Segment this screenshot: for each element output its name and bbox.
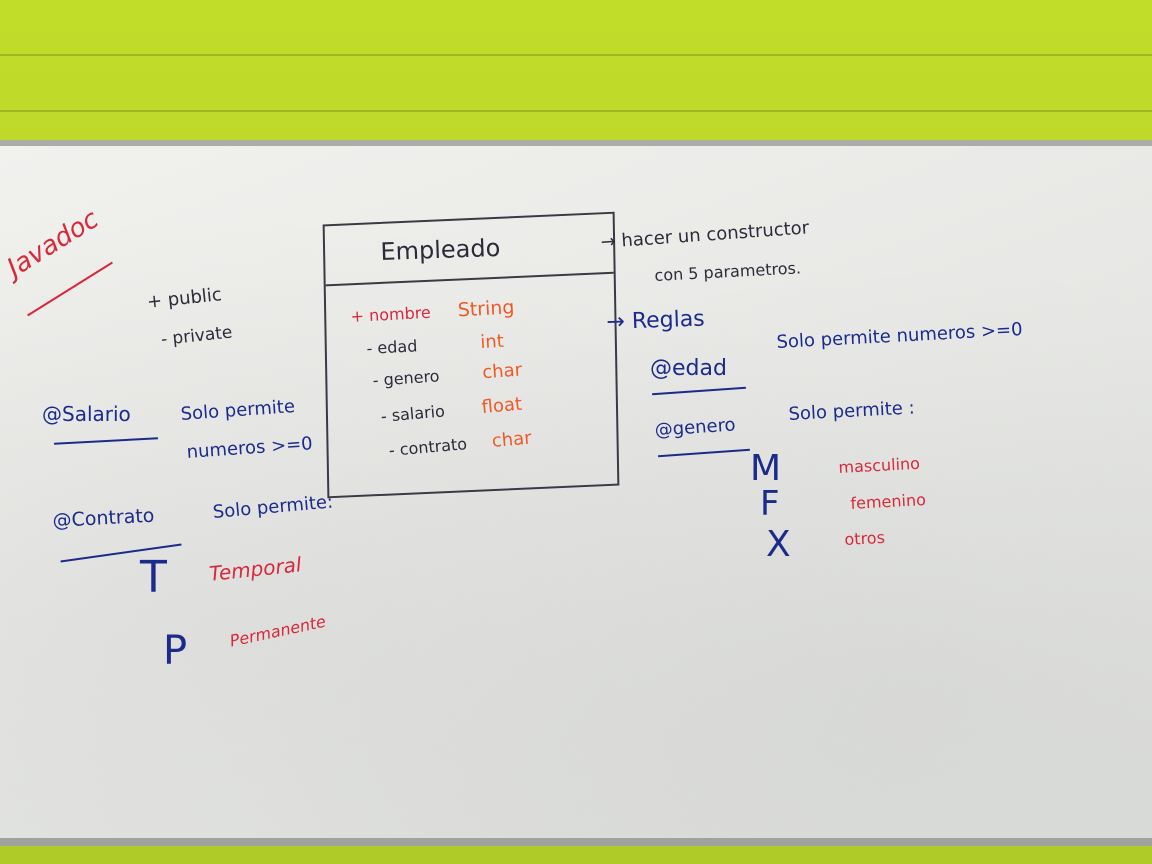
option-t-letter: T (140, 552, 167, 603)
option-x-letter: X (766, 524, 791, 565)
option-f-label: femenino (850, 490, 927, 513)
class-title: Empleado (380, 233, 501, 266)
option-m-letter: M (750, 448, 782, 489)
whiteboard (0, 140, 1152, 846)
field-type: int (479, 330, 505, 354)
option-x-label: otros (844, 527, 886, 549)
field-type: String (457, 296, 515, 322)
reglas-heading: → Reglas (606, 306, 706, 335)
field-name: - genero (372, 366, 441, 390)
field-name: - edad (366, 336, 418, 358)
edad-tag: @edad (650, 356, 727, 381)
option-f-letter: F (760, 484, 780, 524)
option-p-letter: P (163, 628, 188, 674)
salario-tag: @Salario (42, 402, 131, 426)
field-type: float (480, 393, 523, 419)
field-name: + nombre (350, 302, 432, 326)
field-type: char (481, 359, 523, 384)
uml-divider (325, 271, 614, 287)
field-type: char (491, 427, 533, 452)
